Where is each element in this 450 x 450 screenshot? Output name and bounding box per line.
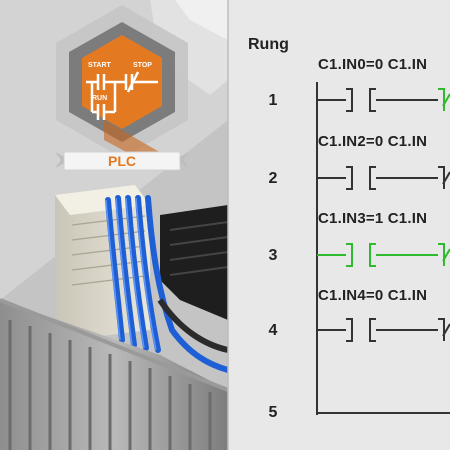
rung-number: 2 <box>268 170 278 187</box>
rung-number: 1 <box>268 92 278 109</box>
badge-ladder-symbol <box>86 71 158 120</box>
contact-bracket-left <box>346 88 353 112</box>
rung-contact-label: C1.IN0=0 C1.IN <box>318 56 428 73</box>
contact-slash <box>442 248 450 262</box>
contact-bracket-left <box>346 166 353 190</box>
terminal-block <box>160 205 228 320</box>
black-cable <box>157 298 229 353</box>
rung-contact-label: C1.IN3=1 C1.IN <box>318 210 428 227</box>
contact-bracket-right <box>369 88 376 112</box>
contact-bracket-left <box>438 318 445 341</box>
blue-wires <box>105 195 231 373</box>
stop-label: STOP <box>133 62 152 69</box>
contact-slash <box>442 171 450 185</box>
contact-bracket-left <box>438 166 445 189</box>
contact-bracket-right <box>369 243 376 267</box>
machine-housing-highlight <box>175 0 228 40</box>
rung-number: 4 <box>268 322 278 339</box>
contact-bracket-right <box>369 166 376 190</box>
start-label: START <box>88 62 111 69</box>
rung-column-header: Rung <box>248 36 289 53</box>
base-ribs <box>8 320 212 450</box>
contact-bracket-left <box>438 88 445 111</box>
contact-bracket-left <box>346 318 353 342</box>
rung-contact-label: C1.IN2=0 C1.IN <box>318 133 428 150</box>
contact-bracket-left <box>346 243 353 267</box>
contact-slash <box>442 323 450 337</box>
contact-bracket-right <box>369 318 376 342</box>
rung-number: 3 <box>268 247 278 264</box>
rung-contact-label: C1.IN4=0 C1.IN <box>318 287 428 304</box>
contact-slash <box>442 93 450 107</box>
rung-number: 5 <box>268 404 278 421</box>
badge-banner <box>63 151 181 171</box>
run-label: RUN <box>92 95 108 102</box>
banner-label: PLC <box>108 153 136 169</box>
contact-bracket-left <box>438 243 445 266</box>
ladder-panel-bg <box>228 0 450 450</box>
